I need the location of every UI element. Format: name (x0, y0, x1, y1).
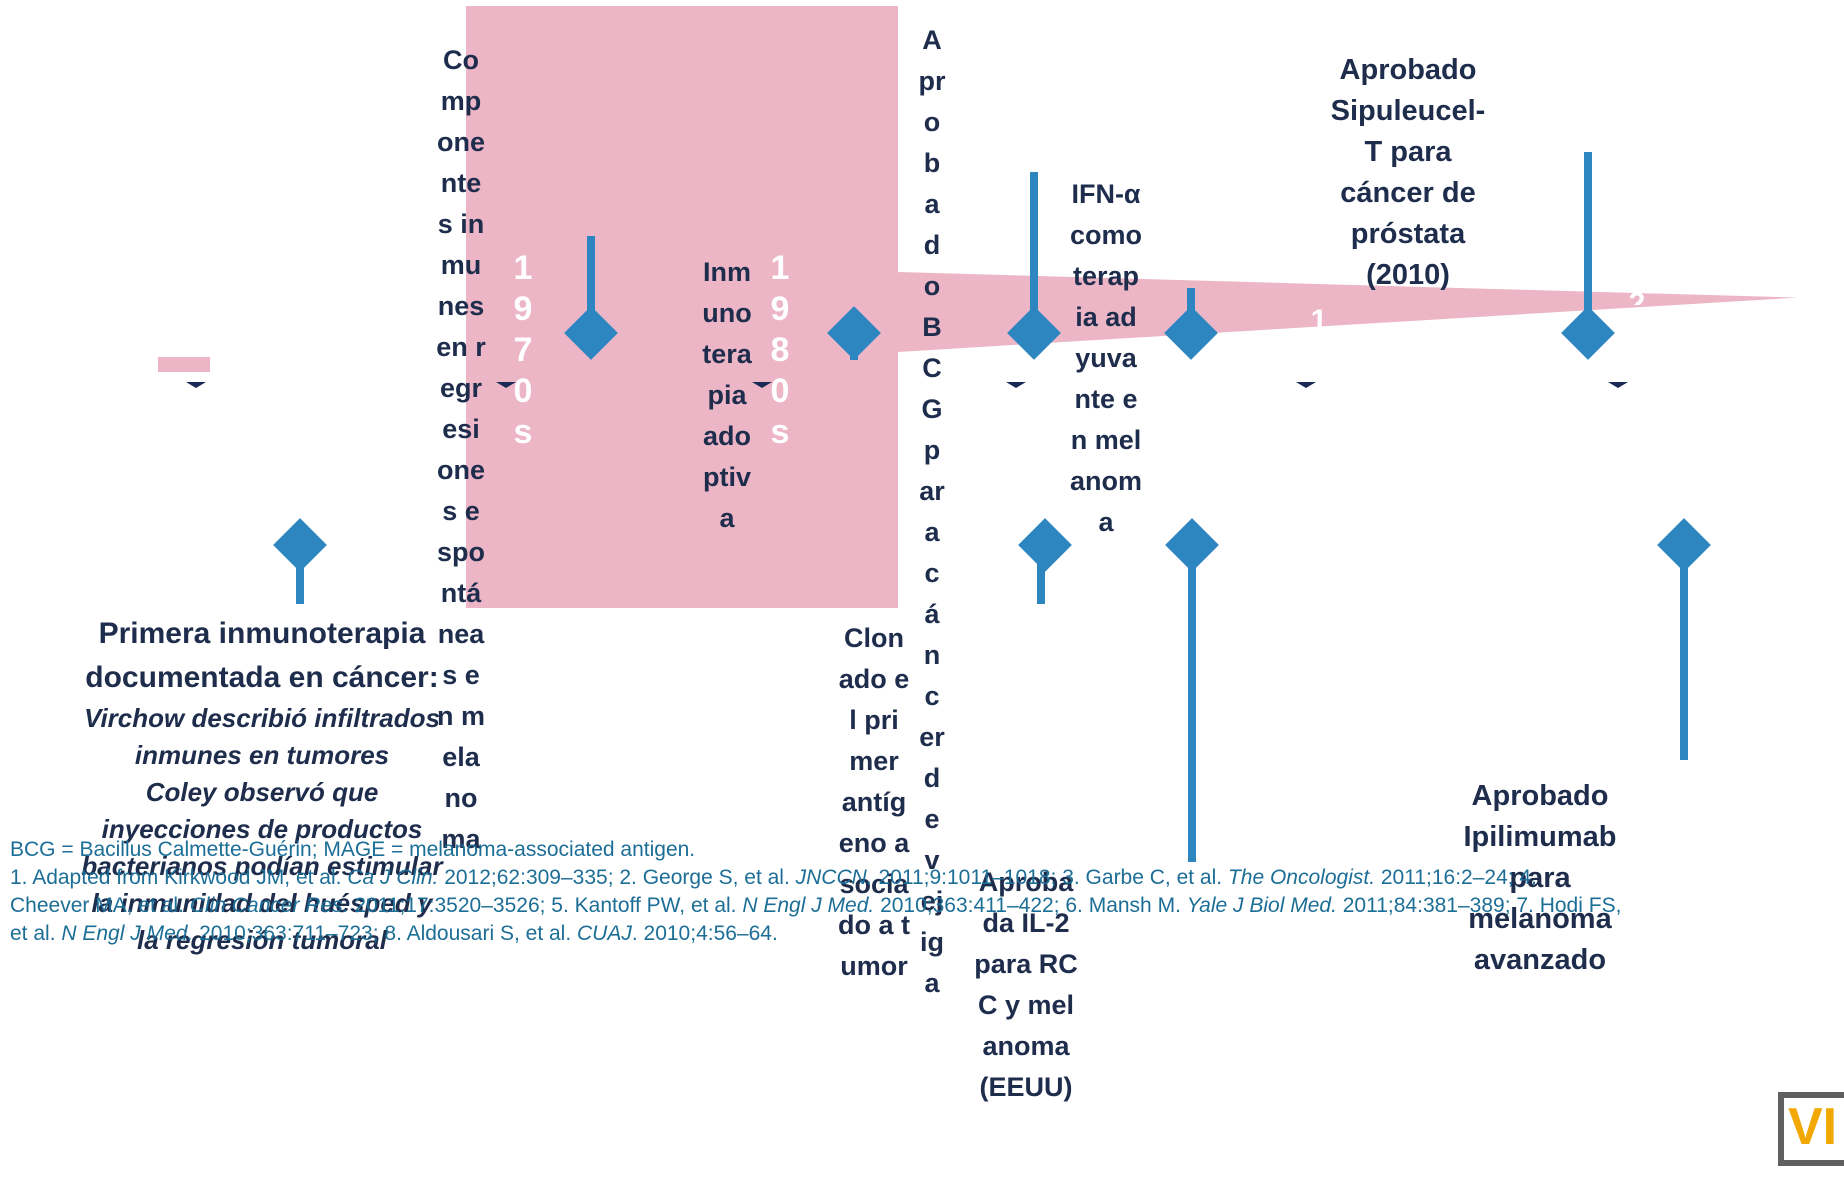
reference-line-2: Cheever MA, et al. Clin Cancer Res. 2011… (10, 894, 1622, 917)
coley-line-4: inyecciones de productos (101, 814, 423, 844)
reference-abbreviations: BCG = Bacillus Calmette-Guérin; MAGE = m… (10, 838, 696, 861)
event-first-immunotherapy-body: Virchow describió infiltrados inmunes en… (42, 700, 482, 959)
event-ifn-adjuvant: IFN-α como terapia adyuvante en melanoma (1070, 179, 1143, 537)
decade-label-1990s: 1990s (1310, 304, 1328, 337)
decade-label-1980s: 1980s (770, 249, 790, 451)
pink-highlight-block (466, 6, 898, 608)
coley-line-7: la regresión tumoral (137, 925, 387, 955)
brand-logo: VI (1778, 1092, 1844, 1166)
coley-line-5: bacterianos podían estimular (81, 851, 443, 881)
coley-line-6: la inmunidad del huésped y (91, 888, 433, 918)
timeline-chevron-1 (186, 382, 206, 388)
connector-line-ifn-lower (1188, 548, 1196, 862)
connector-line-sipuleucel (1584, 152, 1592, 332)
event-first-immunotherapy-title: Primera inmunoterapia documentada en cán… (85, 617, 439, 694)
reference-line-1: 1. Adapted from Kirkwood JM, et al. Ca J… (10, 866, 1537, 889)
coley-line-2: inmunes en tumores (134, 740, 390, 770)
event-ipilimumab-approval: Aprobado Ipilimumab para melanoma avanza… (1463, 780, 1617, 976)
references-block: BCG = Bacillus Calmette-Guérin; MAGE = m… (10, 836, 1840, 948)
connector-line-il2-lower (1037, 548, 1045, 604)
timeline-chevron-3 (752, 382, 772, 388)
connector-line-1970s-upper (587, 236, 595, 332)
diamond-marker-sipuleucel (1561, 306, 1615, 360)
connector-line-coley (296, 548, 304, 604)
timeline-start-mark (158, 357, 210, 372)
brand-logo-text: VI (1788, 1098, 1838, 1156)
connector-line-ipilimumab (1680, 548, 1688, 760)
connector-line-il2-upper (1030, 172, 1038, 332)
timeline-chevron-4 (1006, 382, 1026, 388)
coley-line-3: Coley observó que (145, 777, 379, 807)
event-adoptive-immunotherapy: Inmunoterapia adoptiva (702, 257, 752, 533)
event-spontaneous-regressions: Componentes inmunes en regresiones espon… (436, 45, 486, 854)
event-il2-approval: Aprobada IL-2 para RCC y melanoma (EEUU) (974, 867, 1078, 1102)
event-first-tumor-antigen: Clonado el primer antígeno asociado a tu… (838, 623, 910, 981)
event-sipuleucel-approval: Aprobado Sipuleucel-T para cáncer de pró… (1330, 54, 1486, 291)
decade-label-2010s: 2010s (1628, 287, 1646, 305)
timeline-chevron-5 (1296, 382, 1316, 388)
decade-label-1970s: 1970s (513, 249, 533, 451)
event-first-immunotherapy: Primera inmunoterapia documentada en cán… (42, 612, 482, 959)
coley-line-1: Virchow describió infiltrados (84, 703, 440, 733)
diamond-marker-il2-lower (1018, 518, 1072, 572)
event-bcg-approval: Aprobado BCG para cáncer de vejiga (918, 25, 946, 998)
timeline-chevron-6 (1608, 382, 1628, 388)
timeline-chevron-2 (496, 382, 516, 388)
reference-line-3: et al. N Engl J Med. 2010;363:711–723; 8… (10, 922, 778, 945)
